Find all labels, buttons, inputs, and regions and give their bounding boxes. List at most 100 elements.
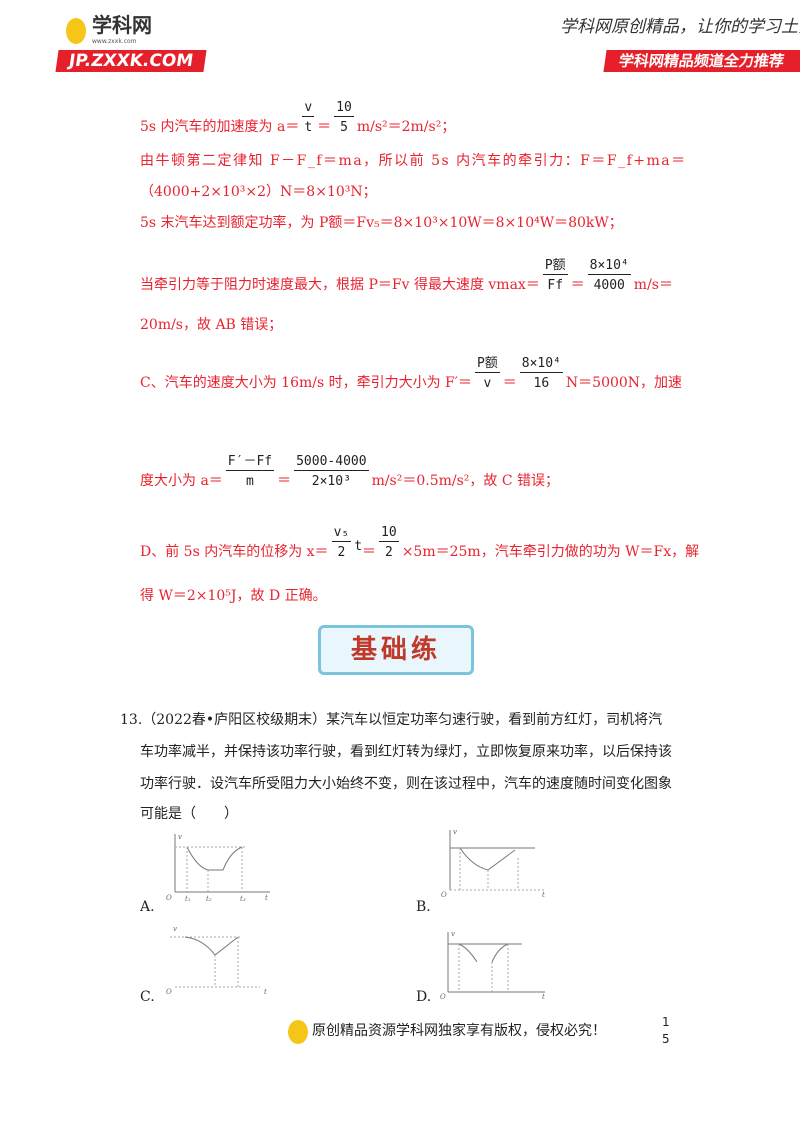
axis-v: v (173, 925, 177, 933)
question-line: 可能是（ ） (140, 806, 238, 822)
denominator: Ff (547, 278, 564, 293)
logo-site[interactable]: JP.ZXXK.COM (55, 50, 207, 72)
option-c-graph[interactable]: Ov t (165, 925, 275, 995)
numerator: 8×10⁴ (519, 356, 563, 373)
velocity-curve (184, 936, 239, 956)
velocity-curve (458, 943, 478, 963)
solution-line-8: 度大小为 a＝F′－Ff m ＝5000-4000 2×10³ m/s²＝0.5m/s²… (140, 454, 559, 490)
solution-text: N＝5000N，加速 (565, 375, 683, 391)
option-d-graph[interactable]: Ov t (440, 930, 550, 1000)
solution-line-4: 5s 末汽车达到额定功率，为 P额＝Fv₅＝8×10³×10W＝8×10⁴W＝8… (140, 215, 623, 231)
axis-v: v (453, 828, 457, 836)
question-line: 功率行驶．设汽车所受阻力大小始终不变，则在该过程中，汽车的速度随时间变化图象 (140, 776, 672, 792)
solution-text: ×5m＝25m，汽车牵引力做的功为 W＝Fx，解 (401, 544, 700, 560)
axis-t: t (542, 993, 545, 1000)
numerator: 10 (334, 100, 354, 117)
equals: ＝ (317, 119, 332, 135)
tick: t₃ (240, 895, 246, 902)
velocity-curve (186, 846, 243, 871)
axis-origin: O (166, 894, 172, 902)
axis-origin: O (166, 988, 172, 995)
option-c-label[interactable]: C. (140, 989, 155, 1005)
footer-copyright: 原创精品资源学科网独家享有版权，侵权必究！ (312, 1023, 606, 1039)
velocity-curve (491, 943, 509, 963)
numerator: 5000-4000 (294, 454, 369, 471)
denominator: 2 (384, 545, 393, 560)
solution-line-2: 由牛顿第二定律知 F－F_f＝ma，所以前 5s 内汽车的牵引力：F＝F_f+m… (140, 153, 687, 169)
fraction: v₅ 2 (331, 525, 352, 561)
denominator: 2×10³ (311, 474, 351, 489)
logo-url: www.zxxk.com (92, 38, 137, 45)
page-number-digit: 5 (662, 1032, 670, 1046)
solution-text: 5s 内汽车的加速度为 a＝ (140, 119, 300, 135)
header-slogan: 学科网原创精品，让你的学习土豪 (560, 17, 800, 37)
solution-text: m/s²＝0.5m/s²，故 C 错误； (371, 473, 560, 489)
axis-t: t (265, 894, 268, 902)
solution-text: m/s＝ (633, 277, 673, 293)
page-number-digit: 1 (662, 1015, 670, 1029)
solution-line-3: （4000+2×10³×2）N＝8×10³N； (140, 184, 377, 200)
denominator: v (483, 376, 492, 391)
solution-line-6: 20m/s，故 AB 错误； (140, 317, 283, 333)
denominator: 5 (340, 120, 348, 135)
numerator: P额 (542, 258, 568, 275)
solution-line-5: 当牵引力等于阻力时速度最大，根据 P＝Fv 得最大速度 vmax＝P额 Ff ＝8×… (140, 258, 673, 294)
axis-t: t (542, 891, 545, 898)
fraction: 5000-4000 2×10³ (294, 454, 369, 490)
mascot-icon (288, 1020, 308, 1044)
solution-text: D、前 5s 内汽车的位移为 x＝ (140, 544, 329, 560)
option-d-label[interactable]: D. (416, 989, 432, 1005)
axis-t: t (264, 988, 267, 995)
numerator: P额 (474, 356, 500, 373)
fraction: 8×10⁴ 4000 (587, 258, 631, 294)
numerator: v₅ (331, 525, 352, 542)
axis-origin: O (441, 891, 447, 898)
solution-line-10: 得 W＝2×10⁵J，故 D 正确。 (140, 588, 327, 604)
variable-t: t (354, 539, 363, 554)
velocity-curve (459, 847, 516, 871)
denominator: 2 (337, 545, 346, 560)
fraction: P额 Ff (542, 258, 568, 294)
solution-text: C、汽车的速度大小为 16m/s 时，牵引力大小为 F′＝ (140, 375, 472, 391)
solution-text: m/s²＝2m/s²； (356, 119, 456, 135)
option-b-graph[interactable]: Ov t (440, 828, 550, 898)
numerator: 8×10⁴ (587, 258, 631, 275)
numerator: 10 (379, 525, 399, 542)
logo-text: 学科网 (92, 13, 152, 37)
numerator: F′－Ff (225, 454, 275, 471)
denominator: 4000 (593, 278, 625, 293)
option-a-label[interactable]: A. (140, 899, 155, 915)
option-a-graph[interactable]: Ov t t₁ t₂ t₃ (165, 832, 275, 902)
denominator: 16 (533, 376, 550, 391)
axis-origin: O (440, 993, 446, 1000)
axis-v: v (178, 833, 182, 841)
header-channel: 学科网精品频道全力推荐 (603, 50, 800, 72)
solution-text: 度大小为 a＝ (140, 473, 223, 489)
tick: t₁ (185, 895, 191, 902)
equals: ＝ (570, 277, 585, 293)
question-line: 车功率减半，并保持该功率行驶，看到红灯转为绿灯，立即恢复原来功率，以后保持该 (140, 744, 672, 760)
fraction: 8×10⁴ 16 (519, 356, 563, 392)
question-line: 13.（2022春•庐阳区校级期末）某汽车以恒定功率匀速行驶，看到前方红灯，司机… (120, 712, 663, 728)
denominator: m (246, 474, 254, 489)
equals: ＝ (502, 375, 517, 391)
mascot-icon (66, 18, 86, 44)
option-b-label[interactable]: B. (416, 899, 431, 915)
equals: ＝ (277, 473, 292, 489)
solution-text: 当牵引力等于阻力时速度最大，根据 P＝Fv 得最大速度 vmax＝ (140, 277, 540, 293)
axis-v: v (451, 930, 455, 938)
numerator: v (302, 100, 315, 117)
denominator: t (304, 120, 313, 135)
tick: t₂ (206, 895, 212, 902)
solution-line-7: C、汽车的速度大小为 16m/s 时，牵引力大小为 F′＝P额 v ＝8×10⁴ 16… (140, 356, 682, 392)
section-banner: 基础练 (318, 625, 474, 675)
fraction: F′－Ff m (225, 454, 275, 490)
equals: ＝ (362, 544, 377, 560)
